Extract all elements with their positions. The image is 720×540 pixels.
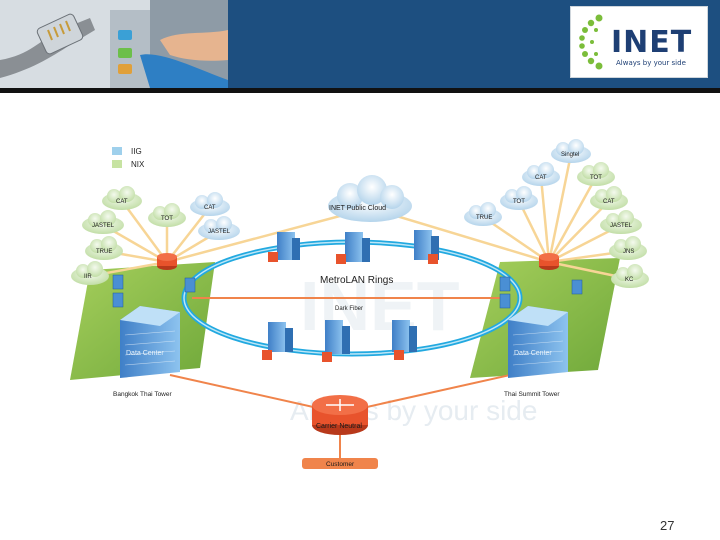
right-router-icon [539, 253, 559, 270]
left-data-center-building: Data Center [120, 306, 180, 378]
right-tower-label: Thai Summit Tower [504, 391, 560, 398]
customer-label: Customer [326, 461, 355, 468]
ethernet-cable-image [0, 0, 228, 88]
svg-text:TRUE: TRUE [96, 249, 112, 255]
cloud-singtel: Singtel [551, 139, 591, 163]
svg-text:JASTEL: JASTEL [92, 223, 115, 229]
cloud-jastel-2: JASTEL [198, 216, 240, 240]
header-photo [0, 0, 228, 88]
legend-swatch-iig [112, 147, 122, 155]
metro-building-2 [336, 232, 370, 264]
carrier-neutral-router-icon: Carrier Neutral [312, 395, 368, 435]
logo-tagline: Always by your side [616, 59, 686, 67]
left-tower-label: Bangkok Thai Tower [113, 391, 172, 398]
svg-text:Singtel: Singtel [561, 152, 579, 158]
metro-building-6 [392, 320, 417, 360]
dark-fiber-label: Dark Fiber [335, 306, 363, 312]
right-data-center-building: Data Center [508, 306, 568, 378]
cloud-cat-r2: CAT [590, 186, 628, 210]
cloud-iir: IIR [71, 261, 109, 285]
svg-text:CAT: CAT [116, 199, 128, 205]
metro-building-3 [414, 230, 439, 264]
cloud-tot-r2: TOT [500, 186, 538, 210]
cloud-cat-1: CAT [102, 186, 142, 210]
right-switches [499, 276, 583, 309]
left-switches [112, 274, 196, 308]
left-iig-links [89, 200, 371, 278]
svg-text:TOT: TOT [513, 199, 525, 205]
cloud-jastel-r: JASTEL [600, 210, 642, 234]
metro-building-4 [262, 322, 293, 360]
logo-dots-icon [579, 14, 603, 70]
cloud-tot: TOT [148, 203, 186, 227]
legend-label-nix: NIX [131, 160, 145, 169]
legend-swatch-nix [112, 160, 122, 168]
cloud-jastel-1: JASTEL [82, 210, 124, 234]
metro-building-1 [268, 232, 300, 262]
center-cloud-label: INET Public Cloud [329, 205, 386, 212]
cloud-jns: JNS [609, 236, 647, 260]
svg-text:JASTEL: JASTEL [610, 223, 633, 229]
cloud-true-r: TRUE [464, 202, 502, 226]
svg-text:CAT: CAT [535, 175, 547, 181]
header-divider [0, 88, 720, 93]
cloud-kc: KC [611, 264, 649, 288]
cloud-tot-r1: TOT [577, 162, 615, 186]
cloud-cat-2: CAT [190, 192, 230, 216]
customer-box: Customer [302, 458, 378, 469]
svg-text:TOT: TOT [590, 175, 602, 181]
cloud-cat-r1: CAT [522, 162, 560, 186]
right-cloud-group: Singtel CAT TOT TOT CAT TRUE JASTEL JNS [464, 139, 649, 288]
page-number: 27 [660, 518, 675, 533]
carrier-neutral-label: Carrier Neutral [316, 423, 362, 430]
legend-label-iig: IIG [131, 147, 142, 156]
svg-text:CAT: CAT [603, 199, 615, 205]
svg-text:KC: KC [625, 277, 634, 283]
metrolan-ring-label: MetroLAN Rings [320, 275, 393, 286]
metro-building-5 [322, 320, 350, 362]
svg-text:JNS: JNS [623, 249, 634, 255]
svg-text:CAT: CAT [204, 205, 216, 211]
svg-text:JASTEL: JASTEL [208, 229, 231, 235]
inet-logo: INET Always by your side [570, 6, 708, 78]
svg-text:IIR: IIR [84, 274, 92, 280]
cloud-true: TRUE [85, 236, 123, 260]
svg-text:TRUE: TRUE [476, 215, 492, 221]
left-cloud-group: CAT CAT TOT JASTEL JASTEL TRUE IIR [71, 186, 240, 285]
inet-public-cloud: INET Public Cloud [328, 175, 412, 222]
logo-wordmark: INET [611, 25, 693, 60]
svg-text:TOT: TOT [161, 216, 173, 222]
right-dc-label: Data Center [514, 350, 552, 357]
left-router-icon [157, 253, 177, 270]
left-dc-label: Data Center [126, 350, 164, 357]
